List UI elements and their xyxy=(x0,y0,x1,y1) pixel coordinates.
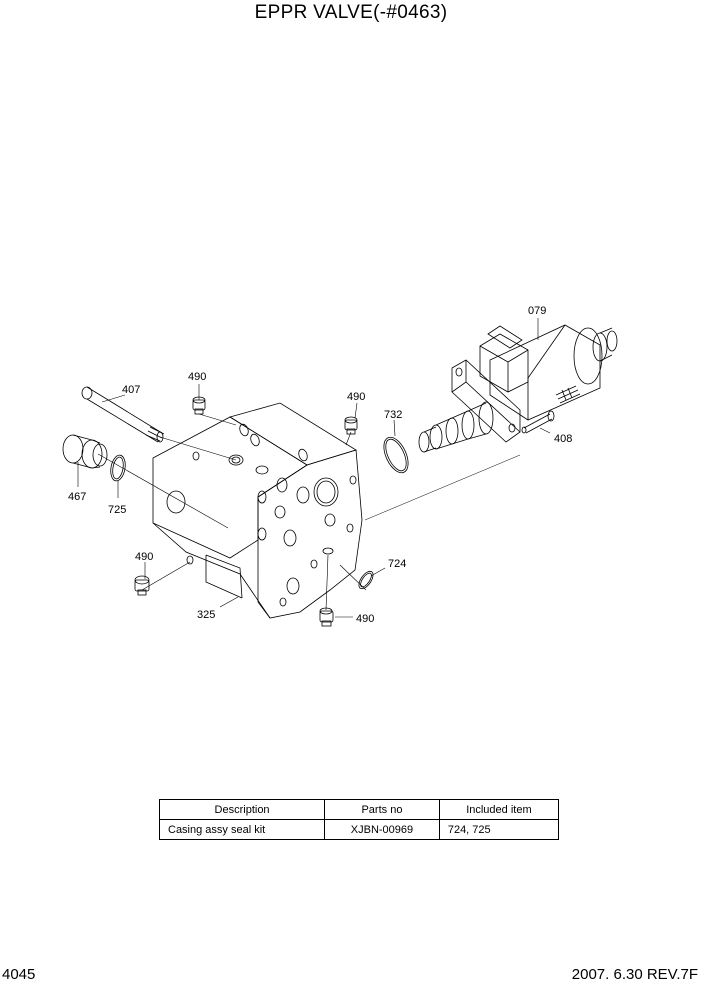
page-title: EPPR VALVE(-#0463) xyxy=(254,2,448,23)
eppr-valve-assembly xyxy=(418,324,618,453)
o-ring-732 xyxy=(383,436,409,474)
table-header-row: Description Parts no Included item xyxy=(158,799,560,820)
revision-label: 2007. 6.30 REV.7F xyxy=(571,966,698,983)
callout-725: 725 xyxy=(108,504,126,516)
callout-490-top-right: 490 xyxy=(347,391,365,403)
page-number: 4045 xyxy=(2,966,36,983)
plug-490-top-right xyxy=(344,416,358,435)
leader-lines xyxy=(77,318,551,618)
callout-079: 079 xyxy=(528,305,546,317)
callout-467: 467 xyxy=(68,491,86,503)
bolt-408 xyxy=(521,410,555,434)
column-header-description: Description xyxy=(158,799,326,820)
parts-table: Description Parts no Included item Casin… xyxy=(158,799,560,840)
column-header-included-item: Included item xyxy=(438,799,560,820)
o-ring-725 xyxy=(110,454,126,482)
callout-407: 407 xyxy=(122,384,140,396)
callout-490-top-left: 490 xyxy=(188,371,206,383)
callout-325: 325 xyxy=(197,609,215,621)
casing-body xyxy=(152,402,363,619)
callout-408: 408 xyxy=(554,433,572,445)
column-header-parts-no: Parts no xyxy=(324,799,440,820)
cell-parts-no: XJBN-00969 xyxy=(324,819,440,840)
callout-724: 724 xyxy=(388,558,406,570)
callout-490-bottom: 490 xyxy=(356,613,374,625)
plug-467 xyxy=(62,434,108,469)
callout-490-left: 490 xyxy=(135,551,153,563)
o-ring-724 xyxy=(358,570,374,590)
cell-description: Casing assy seal kit xyxy=(158,819,326,840)
plug-490-bottom xyxy=(319,607,334,627)
cell-included-item: 724, 725 xyxy=(438,819,560,840)
table-row: Casing assy seal kit XJBN-00969 724, 725 xyxy=(158,819,560,840)
plug-490-left xyxy=(134,575,150,596)
centerline xyxy=(364,454,521,521)
bolt-407 xyxy=(81,386,165,443)
callout-732: 732 xyxy=(384,409,402,421)
